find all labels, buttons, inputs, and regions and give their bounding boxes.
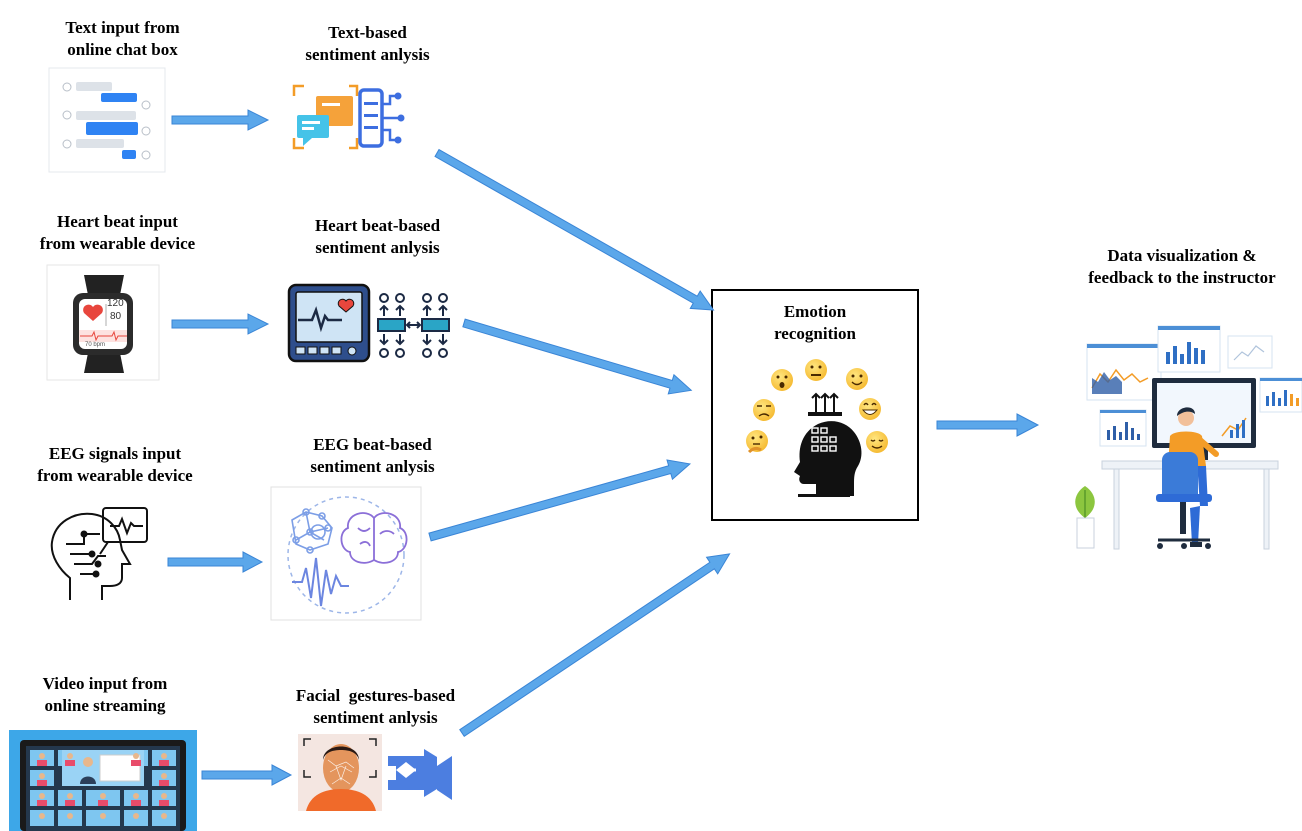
emoji-unamused-icon bbox=[753, 399, 775, 421]
plant bbox=[1075, 486, 1095, 549]
face-recognition-icon bbox=[298, 734, 382, 811]
arrow-text-analysis-to-emotion bbox=[434, 148, 715, 311]
monitor bbox=[1152, 378, 1256, 460]
emoji-slight-smile-icon bbox=[846, 368, 868, 390]
emoji-relieved-icon bbox=[866, 431, 888, 453]
neural-network-icon bbox=[377, 293, 450, 358]
smartwatch-icon bbox=[46, 264, 160, 381]
watch-readout-bottom: 80 bbox=[110, 311, 122, 322]
arrow-text-input-to-analysis bbox=[171, 109, 270, 131]
data-visualization-illustration bbox=[1075, 325, 1302, 550]
output-label: Data visualization &feedback to the inst… bbox=[1088, 246, 1276, 287]
arrow-heart-analysis-to-emotion bbox=[462, 318, 693, 395]
text-analysis-icon bbox=[292, 84, 405, 150]
dashboard-panel-top bbox=[1157, 325, 1221, 373]
heart-monitor-icon bbox=[287, 283, 371, 363]
arrow-facial-analysis-to-emotion bbox=[459, 553, 731, 738]
office-chair bbox=[1156, 452, 1212, 549]
eeg-brain-icon bbox=[270, 486, 422, 621]
watch-readout-bpm: 70 bpm bbox=[85, 342, 106, 348]
dashboard-panel-right bbox=[1259, 377, 1302, 413]
eeg-head-icon bbox=[50, 507, 148, 600]
arrow-video-input-to-analysis bbox=[201, 764, 293, 786]
emoji-neutral-icon bbox=[805, 359, 827, 381]
emotion-head-icon bbox=[794, 392, 862, 497]
dashboard-panel-left bbox=[1086, 343, 1162, 401]
emoji-thinking-icon bbox=[746, 430, 768, 454]
emoji-surprised-icon bbox=[771, 369, 793, 391]
watch-readout-top: 120 bbox=[107, 298, 124, 309]
dashboard-panel-bottom-left bbox=[1099, 409, 1147, 447]
arrows bbox=[167, 109, 1040, 786]
arrow-eeg-input-to-analysis bbox=[167, 551, 264, 573]
dashboard-panel-right-top bbox=[1227, 335, 1273, 369]
arrow-eeg-analysis-to-emotion bbox=[428, 459, 692, 542]
chat-box-icon bbox=[48, 67, 166, 173]
emoji-grinning-icon bbox=[859, 398, 881, 420]
video-tiles bbox=[30, 750, 176, 826]
video-analysis-icon bbox=[388, 749, 452, 800]
video-call-laptop-icon bbox=[9, 730, 197, 831]
arrow-emotion-to-output bbox=[936, 413, 1040, 437]
arrow-heart-input-to-analysis bbox=[171, 313, 270, 335]
